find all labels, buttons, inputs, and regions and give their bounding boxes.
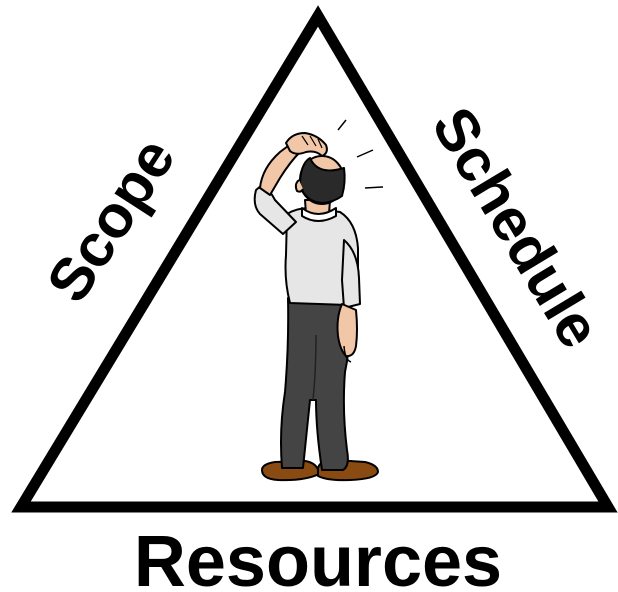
confused-man-icon xyxy=(253,119,384,482)
resources-label: Resources xyxy=(134,522,502,592)
